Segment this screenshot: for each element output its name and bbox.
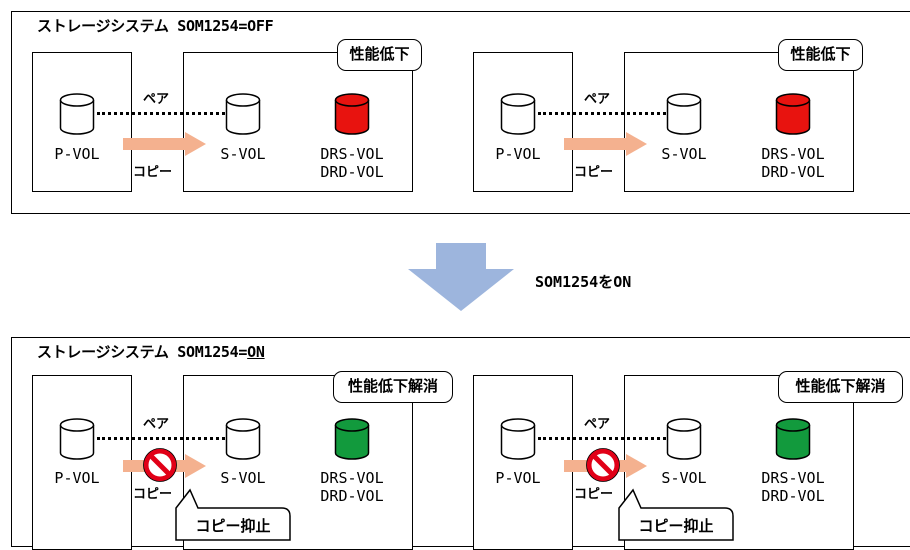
pair-label: ペア (143, 92, 170, 107)
pvol-label: P-VOL (54, 469, 100, 487)
svol-label: S-VOL (220, 145, 266, 163)
pvol-disk-icon (500, 93, 536, 135)
drs-vol-label: DRS-VOL (761, 145, 825, 163)
drd-vol-label: DRD-VOL (761, 487, 825, 505)
copy-label: コピー (133, 487, 173, 502)
secondary-storage-box (624, 52, 854, 192)
transition-label: SOM1254をON (535, 273, 632, 291)
copy-suppress-label: コピー抑止 (638, 517, 714, 535)
title-value: ON (247, 343, 265, 361)
pair-link-line (538, 112, 666, 115)
svol-disk-icon (225, 418, 261, 460)
svol-disk-icon (666, 418, 702, 460)
pvol-label: P-VOL (495, 145, 541, 163)
drs-vol-disk-icon-degraded (334, 93, 370, 135)
secondary-storage-box (183, 52, 413, 192)
drd-vol-label: DRD-VOL (320, 487, 384, 505)
prohibit-icon (586, 448, 620, 482)
svol-label: S-VOL (661, 469, 707, 487)
svol-label: S-VOL (220, 469, 266, 487)
pvol-disk-icon (500, 418, 536, 460)
drs-vol-label: DRS-VOL (320, 469, 384, 487)
performance-degradation-callout: 性能低下 (337, 39, 422, 71)
drs-vol-disk-icon-resolved (334, 418, 370, 460)
degradation-resolved-callout: 性能低下解消 (333, 371, 453, 403)
copy-arrow (564, 132, 647, 156)
svol-label: S-VOL (661, 145, 707, 163)
svol-disk-icon (225, 93, 261, 135)
pair-label: ペア (143, 417, 170, 432)
svol-disk-icon (666, 93, 702, 135)
drs-vol-disk-icon-resolved (775, 418, 811, 460)
drs-vol-label: DRS-VOL (320, 145, 384, 163)
pair-link-line (97, 112, 225, 115)
transition-down-arrow (408, 243, 514, 311)
performance-degradation-callout: 性能低下 (778, 39, 863, 71)
copy-suppress-callout (618, 488, 734, 541)
pair-label: ペア (584, 417, 611, 432)
copy-label: コピー (574, 487, 614, 502)
primary-storage-box (32, 375, 132, 550)
pvol-disk-icon (59, 418, 95, 460)
copy-label: コピー (574, 165, 614, 180)
storage-system-title-bottom: ストレージシステム SOM1254=ON (37, 341, 265, 362)
title-prefix: ストレージシステム SOM1254= (37, 343, 248, 361)
degradation-resolved-callout: 性能低下解消 (778, 371, 903, 403)
pvol-label: P-VOL (495, 469, 541, 487)
storage-system-title-top: ストレージシステム SOM1254=OFF (37, 17, 274, 35)
copy-suppress-callout (175, 488, 291, 541)
drd-vol-label: DRD-VOL (761, 163, 825, 181)
drs-vol-label: DRS-VOL (761, 469, 825, 487)
copy-arrow (123, 132, 206, 156)
pvol-disk-icon (59, 93, 95, 135)
pair-label: ペア (584, 92, 611, 107)
copy-label: コピー (133, 165, 173, 180)
primary-storage-box (473, 375, 573, 550)
pair-link-line (97, 437, 225, 440)
pvol-label: P-VOL (54, 145, 100, 163)
drs-vol-disk-icon-degraded (775, 93, 811, 135)
copy-suppress-label: コピー抑止 (195, 517, 271, 535)
drd-vol-label: DRD-VOL (320, 163, 384, 181)
prohibit-icon (143, 448, 177, 482)
pair-link-line (538, 437, 666, 440)
